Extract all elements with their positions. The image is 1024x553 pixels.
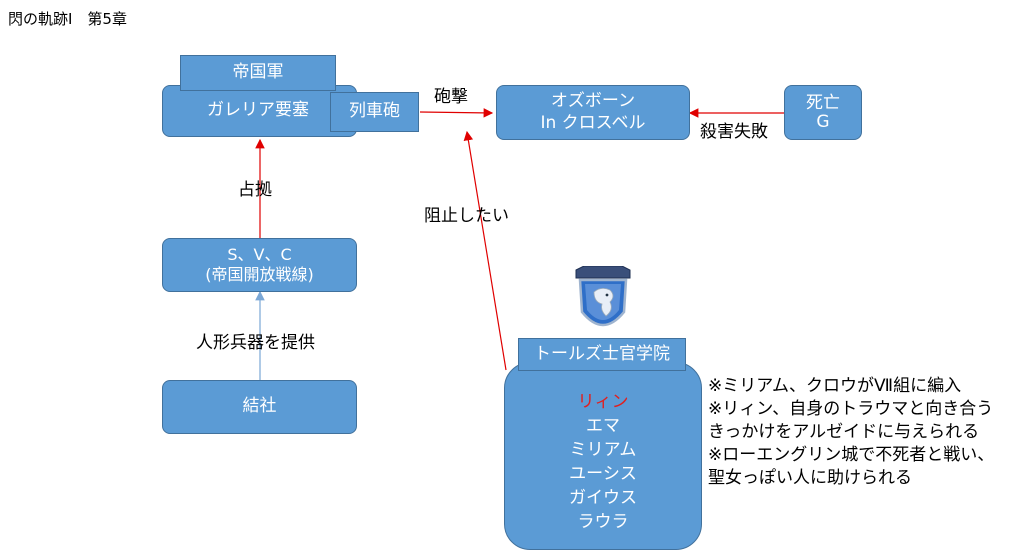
- note-line: きっかけをアルゼイドに与えられる: [708, 422, 980, 442]
- academy-header-node: トールズ士官学院: [518, 338, 686, 371]
- page-title: 閃の軌跡Ⅰ 第5章: [8, 10, 127, 28]
- note-line: ※ミリアム、クロウがⅦ組に編入: [708, 376, 962, 396]
- thors-emblem-icon: [575, 266, 631, 327]
- death-g-node: 死亡 G: [784, 85, 862, 140]
- empire-army-node: 帝国軍: [180, 55, 336, 91]
- society-label: 結社: [242, 396, 277, 417]
- edge-label-assassination-failed: 殺害失敗: [700, 122, 768, 142]
- edge-bombard: [419, 108, 494, 118]
- member-item: ミリアム: [569, 440, 637, 460]
- note-line: 聖女っぽい人に助けられる: [708, 468, 912, 488]
- osborne-label: オズボーン: [550, 91, 636, 112]
- g-label: G: [816, 111, 830, 132]
- edge-label-provide-weapon: 人形兵器を提供: [196, 333, 315, 353]
- edge-prevent: [463, 130, 507, 371]
- garrelia-fortress-label: ガレリア要塞: [207, 100, 309, 121]
- member-item: エマ: [586, 416, 620, 436]
- member-item: リィン: [577, 392, 629, 412]
- empire-army-label: 帝国軍: [232, 62, 284, 83]
- svc-label: S、V、C: [227, 245, 292, 264]
- svc-node: S、V、C (帝国開放戦線): [162, 238, 357, 292]
- note-line: ※ローエングリン城で不死者と戦い、: [708, 445, 995, 465]
- member-item: ラウラ: [577, 512, 629, 532]
- note-line: ※リィン、自身のトラウマと向き合う: [708, 399, 994, 419]
- member-item: ユーシス: [569, 464, 637, 484]
- academy-header-label: トールズ士官学院: [534, 343, 670, 364]
- society-node: 結社: [162, 380, 357, 434]
- railway-gun-node: 列車砲: [330, 92, 419, 132]
- garrelia-fortress-node: ガレリア要塞: [162, 85, 357, 137]
- death-label: 死亡: [806, 92, 840, 113]
- edge-label-occupy: 占拠: [238, 180, 272, 200]
- academy-members-node: リィン エマ ミリアム ユーシス ガイウス ラウラ: [504, 362, 702, 550]
- member-item: ガイウス: [569, 488, 637, 508]
- crossbell-label: In クロスベル: [540, 112, 646, 133]
- railway-gun-label: 列車砲: [349, 101, 400, 122]
- edge-label-prevent: 阻止したい: [424, 206, 509, 226]
- edge-label-bombard: 砲撃: [434, 87, 468, 107]
- notes: ※ミリアム、クロウがⅦ組に編入 ※リィン、自身のトラウマと向き合う きっかけをア…: [708, 375, 994, 490]
- osborne-node: オズボーン In クロスベル: [496, 85, 690, 140]
- liberation-front-label: (帝国開放戦線): [205, 265, 314, 284]
